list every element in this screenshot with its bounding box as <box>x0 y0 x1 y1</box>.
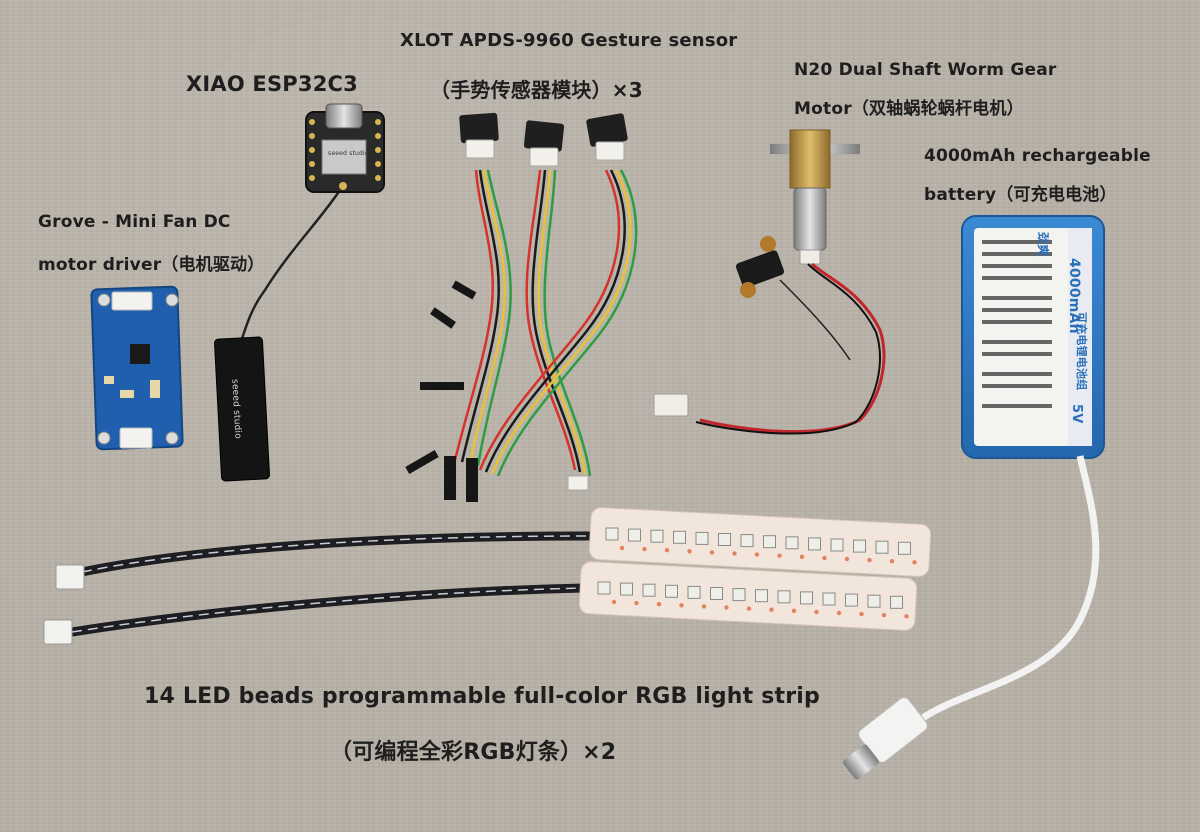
led-pad <box>619 545 625 551</box>
gesture-wires <box>453 169 638 477</box>
led-bead <box>867 594 881 608</box>
led-bead <box>605 527 619 541</box>
led-bead <box>597 581 611 595</box>
led-pad <box>664 548 670 553</box>
led-pad <box>687 549 692 554</box>
battery-voltage-marking: 5V <box>1069 404 1084 424</box>
led-bead <box>665 584 678 598</box>
led-bead <box>732 588 746 602</box>
led-bead <box>620 582 633 596</box>
led-pad <box>799 554 805 559</box>
label-led-strip-line2: （可编程全彩RGB灯条）×2 <box>330 740 617 765</box>
led-pad <box>904 614 909 619</box>
led-bead <box>898 541 911 555</box>
label-motor-line2: Motor（双轴蜗轮蜗杆电机） <box>794 99 1024 119</box>
led-bead <box>740 534 754 548</box>
label-motor-line1: N20 Dual Shaft Worm Gear <box>794 60 1057 80</box>
led-pad <box>889 559 895 564</box>
dupont-pins <box>405 280 589 502</box>
sensor-1 <box>459 112 499 159</box>
led-bead <box>845 593 858 607</box>
n20-worm-gear-motor <box>653 129 886 435</box>
led-pad <box>746 606 752 611</box>
label-gesture-sensor-line1: XLOT APDS-9960 Gesture sensor <box>400 30 738 51</box>
led-bead <box>718 533 731 546</box>
led-pad <box>844 556 850 562</box>
label-driver-line2: motor driver（电机驱动） <box>38 255 265 275</box>
battery-brand-marking: 劲爽 <box>1036 232 1050 257</box>
wifi-antenna <box>214 336 270 482</box>
led-pad <box>769 607 774 612</box>
led-pad <box>679 603 684 608</box>
led-pad <box>754 552 760 557</box>
label-xiao-esp32c3: XIAO ESP32C3 <box>186 72 358 96</box>
label-gesture-sensor-line2: （手势传感器模块）×3 <box>430 78 643 102</box>
led-bead <box>875 540 889 554</box>
led-pad <box>656 602 662 607</box>
led-bead <box>830 538 844 552</box>
label-driver-line1: Grove - Mini Fan DC <box>38 212 231 232</box>
led-bead <box>800 591 813 605</box>
battery-pack <box>843 215 1105 780</box>
led-pad <box>881 613 887 618</box>
led-pad <box>912 560 917 565</box>
led-pad <box>642 546 647 552</box>
grove-motor-driver-board <box>90 285 184 451</box>
led-bead <box>642 583 656 597</box>
led-pad <box>724 605 729 610</box>
led-pad <box>867 557 872 563</box>
battery-title-marking: 可充电锂电池组 <box>1075 312 1088 391</box>
led-bead <box>695 531 709 545</box>
led-pad <box>822 555 827 561</box>
led-bead <box>673 530 686 544</box>
led-bead <box>687 585 701 599</box>
led-bead <box>628 528 641 542</box>
led-bead <box>650 529 664 543</box>
label-led-strip-line1: 14 LED beads programmable full-color RGB… <box>144 684 820 709</box>
led-bead <box>808 537 821 551</box>
encoder-disc <box>736 236 784 298</box>
label-battery-line2: battery（可充电电池） <box>924 185 1117 205</box>
board-brand-marking: seeed studio <box>328 150 369 157</box>
led-pad <box>859 611 864 617</box>
label-battery-line1: 4000mAh rechargeable <box>924 146 1151 166</box>
led-bead <box>710 587 723 600</box>
led-bead <box>853 539 866 553</box>
led-pad <box>634 600 639 606</box>
gesture-sensor-modules <box>405 112 638 502</box>
led-bead <box>785 536 799 550</box>
led-pad <box>701 604 707 609</box>
led-bead <box>755 589 768 603</box>
rgb-led-strip-2 <box>43 561 918 645</box>
led-beads <box>597 527 917 619</box>
led-bead <box>890 595 903 609</box>
sensor-2 <box>523 120 565 167</box>
led-bead <box>822 592 836 606</box>
led-pad <box>732 551 737 556</box>
led-pad <box>814 609 819 615</box>
sensor-3 <box>586 113 628 161</box>
led-pad <box>777 553 782 558</box>
led-pad <box>836 610 842 616</box>
led-pad <box>709 550 715 555</box>
led-pad <box>611 599 617 605</box>
led-bead <box>777 590 791 604</box>
led-bead <box>763 535 776 549</box>
xiao-esp32c3-board <box>238 103 385 346</box>
led-pad <box>791 608 797 613</box>
